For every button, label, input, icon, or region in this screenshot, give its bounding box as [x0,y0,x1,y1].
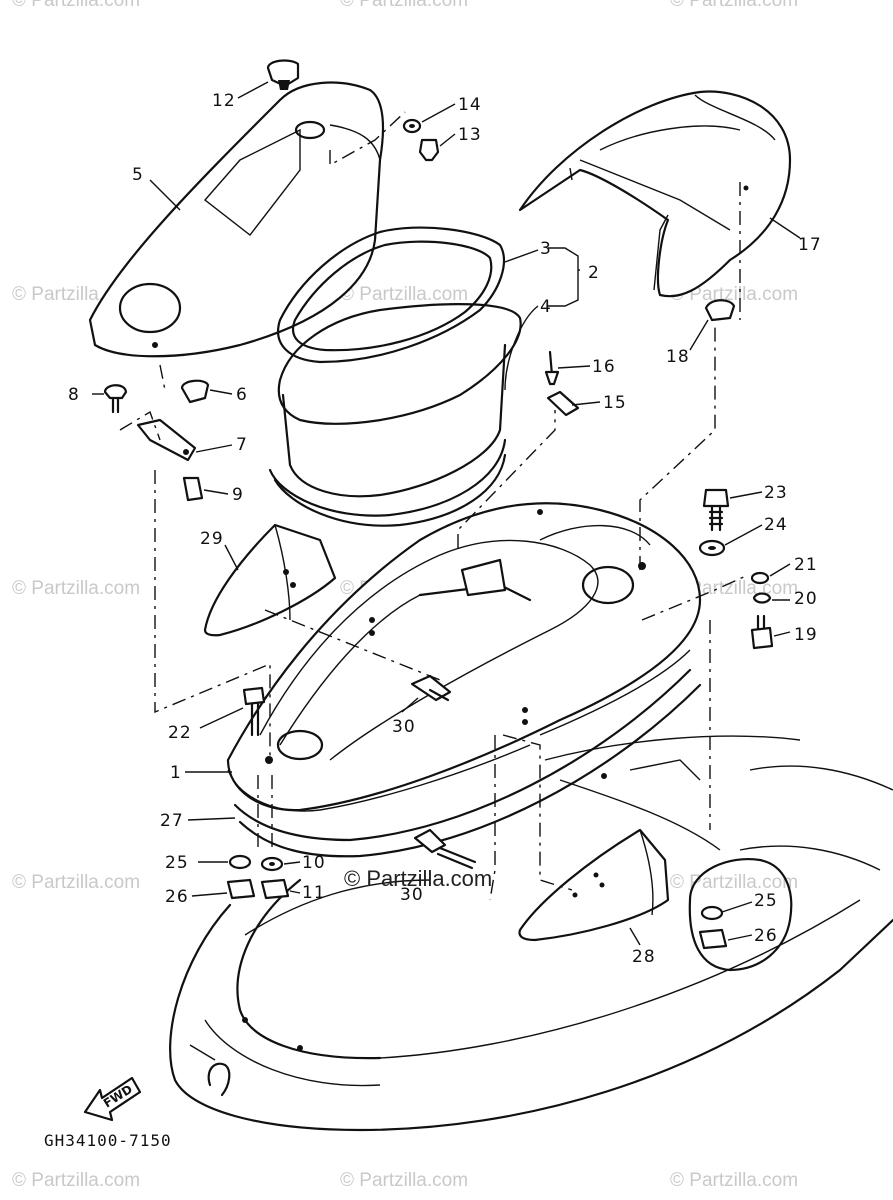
callout-26: 26 [165,887,189,907]
watermark-center: © Partzilla.com [344,866,492,891]
watermark: © Partzilla.com [670,1170,798,1191]
assembly-lines [119,111,749,901]
callout-19: 19 [794,625,818,645]
callout-23: 23 [764,483,788,503]
mount-pad [688,858,793,972]
callout-15: 15 [603,393,627,413]
storage-bin-part-4 [273,453,507,527]
callout-10: 10 [302,853,326,873]
callout-28: 28 [632,947,656,967]
callout-21: 21 [794,555,818,575]
leader-lines [92,81,801,946]
knob-part-12 [266,59,300,88]
callout-22: 22 [168,723,192,743]
callout-8: 8 [68,385,80,405]
callout-12: 12 [212,91,236,111]
callout-14: 14 [458,95,482,115]
callout-17: 17 [798,235,822,255]
watermark: © Partzilla.com [670,0,798,11]
callout-30: 30 [392,717,416,737]
side-panel-part-29 [203,523,337,637]
watermark: © Partzilla.com [670,284,798,305]
hardware [103,59,774,950]
deck-part-1 [226,502,702,812]
callout-3: 3 [540,239,552,259]
callout-labels: 12 14 13 5 3 2 4 16 15 17 18 8 6 7 9 23 … [68,91,822,967]
watermark: © Partzilla.com [340,1170,468,1191]
callout-30-lower: 30 [400,885,424,905]
callout-7: 7 [236,435,248,455]
watermark: © Partzilla.com [340,0,468,11]
callout-27: 27 [160,811,184,831]
callout-9: 9 [232,485,244,505]
storage-bin-part-2 [268,303,522,517]
callout-26-right: 26 [754,926,778,946]
callout-1: 1 [170,763,182,783]
storage-bin-part-3 [277,226,505,364]
watermark: © Partzilla.com [12,0,140,11]
watermark: © Partzilla.com [12,872,140,893]
callout-16: 16 [592,357,616,377]
hull-outline [169,735,893,1132]
callout-13: 13 [458,125,482,145]
callout-25: 25 [165,853,189,873]
gunwale-strip-part-27 [233,668,702,858]
watermark: © Partzilla.com [340,284,468,305]
callout-4: 4 [540,297,552,317]
callout-11: 11 [302,883,326,903]
callout-24: 24 [764,515,788,535]
callout-29: 29 [200,529,224,549]
watermark: © Partzilla.com [670,872,798,893]
seat-part-17 [518,90,792,298]
callout-20: 20 [794,589,818,609]
callout-2: 2 [588,263,600,283]
fwd-arrow: FWD [83,1076,142,1122]
side-panel-part-28 [518,828,670,942]
callout-6: 6 [236,385,248,405]
diagram-code: GH34100-7150 [44,1131,172,1150]
watermarks: © Partzilla.com © Partzilla.com © Partzi… [12,0,798,1191]
callout-25-right: 25 [754,891,778,911]
hatch-cover-part-5 [88,81,385,358]
callout-5: 5 [132,165,144,185]
watermark: © Partzilla.com [12,1170,140,1191]
callout-18: 18 [666,347,690,367]
watermark: © Partzilla.com [12,578,140,599]
